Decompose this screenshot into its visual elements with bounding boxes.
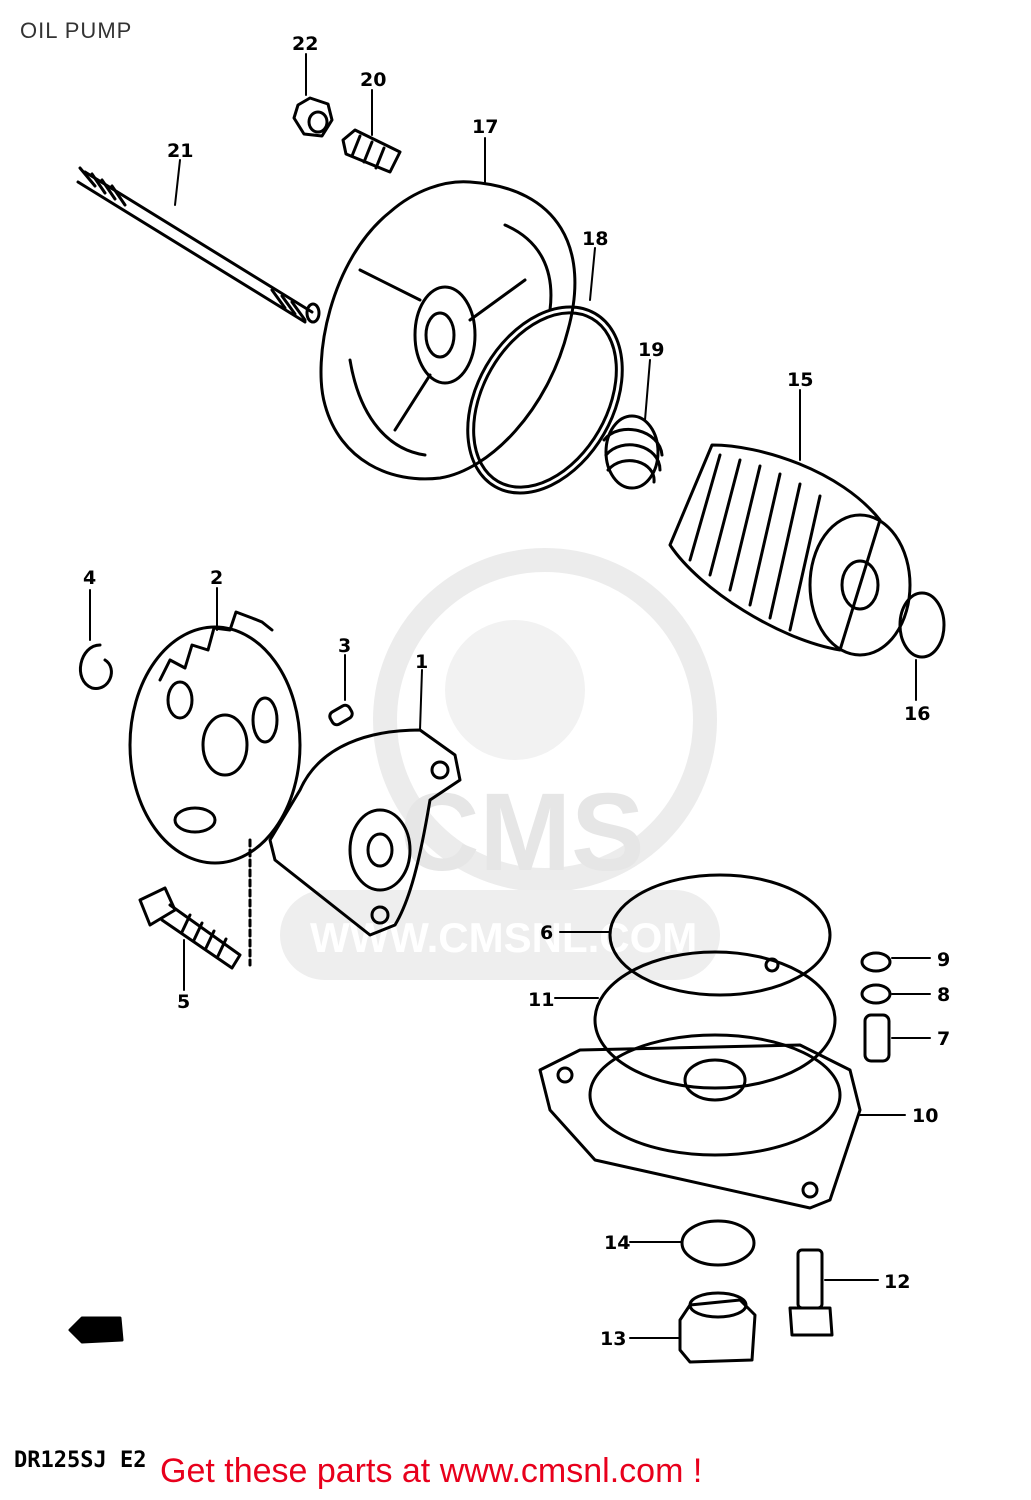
label-part-16: 16 [904,703,930,725]
part-18-oring [466,305,624,495]
label-part-4: 4 [83,567,96,589]
part-14-washer [680,1219,756,1267]
part-5-bolt [138,886,242,970]
label-part-11: 11 [528,989,554,1011]
part-12-bolt [788,1248,834,1337]
label-part-18: 18 [582,228,608,250]
part-4-circlip [79,643,113,690]
label-part-17: 17 [472,116,498,138]
part-2-gear [128,610,302,865]
model-code: DR125SJ E2 [14,1448,147,1473]
label-part-20: 20 [360,69,386,91]
part-11-oring [593,950,837,1090]
part-8-washer [860,983,892,1005]
label-part-13: 13 [600,1328,626,1350]
part-13-plug [678,1291,757,1364]
label-part-3: 3 [338,635,351,657]
label-part-2: 2 [210,567,223,589]
part-3-pin [328,703,354,727]
front-arrow-icon [68,1316,124,1344]
label-part-22: 22 [292,33,318,55]
label-part-14: 14 [604,1232,630,1254]
page-title: OIL PUMP [20,18,133,43]
label-part-5: 5 [177,991,190,1013]
part-10-housing [538,1033,862,1210]
part-7-bolt [863,1013,891,1063]
buy-parts-link[interactable]: Get these parts at www.cmsnl.com ! [160,1452,703,1490]
label-part-7: 7 [937,1028,950,1050]
part-15-filter [668,443,912,657]
part-20-bolt [341,128,402,174]
part-number-labels: 22 20 21 17 18 19 15 16 4 2 3 1 5 6 11 9… [83,33,950,1350]
label-part-6: 6 [540,922,553,944]
part-22-nut [292,96,334,138]
label-part-12: 12 [884,1271,910,1293]
label-part-9: 9 [937,949,950,971]
label-part-15: 15 [787,369,813,391]
label-part-8: 8 [937,984,950,1006]
watermark-url: WWW.CMSNL.COM [310,914,697,961]
label-part-21: 21 [167,140,193,162]
label-part-10: 10 [912,1105,938,1127]
watermark-brand: CMS [400,771,644,894]
part-16-oring [898,591,946,659]
watermark: CMS WWW.CMSNL.COM [280,548,720,980]
part-17-cover [319,180,577,481]
part-21-stud [76,166,321,324]
label-part-1: 1 [415,651,428,673]
part-9-washer [860,951,892,973]
label-part-19: 19 [638,339,664,361]
part-19-spring [602,414,664,490]
part-1-pump-body [268,728,462,937]
